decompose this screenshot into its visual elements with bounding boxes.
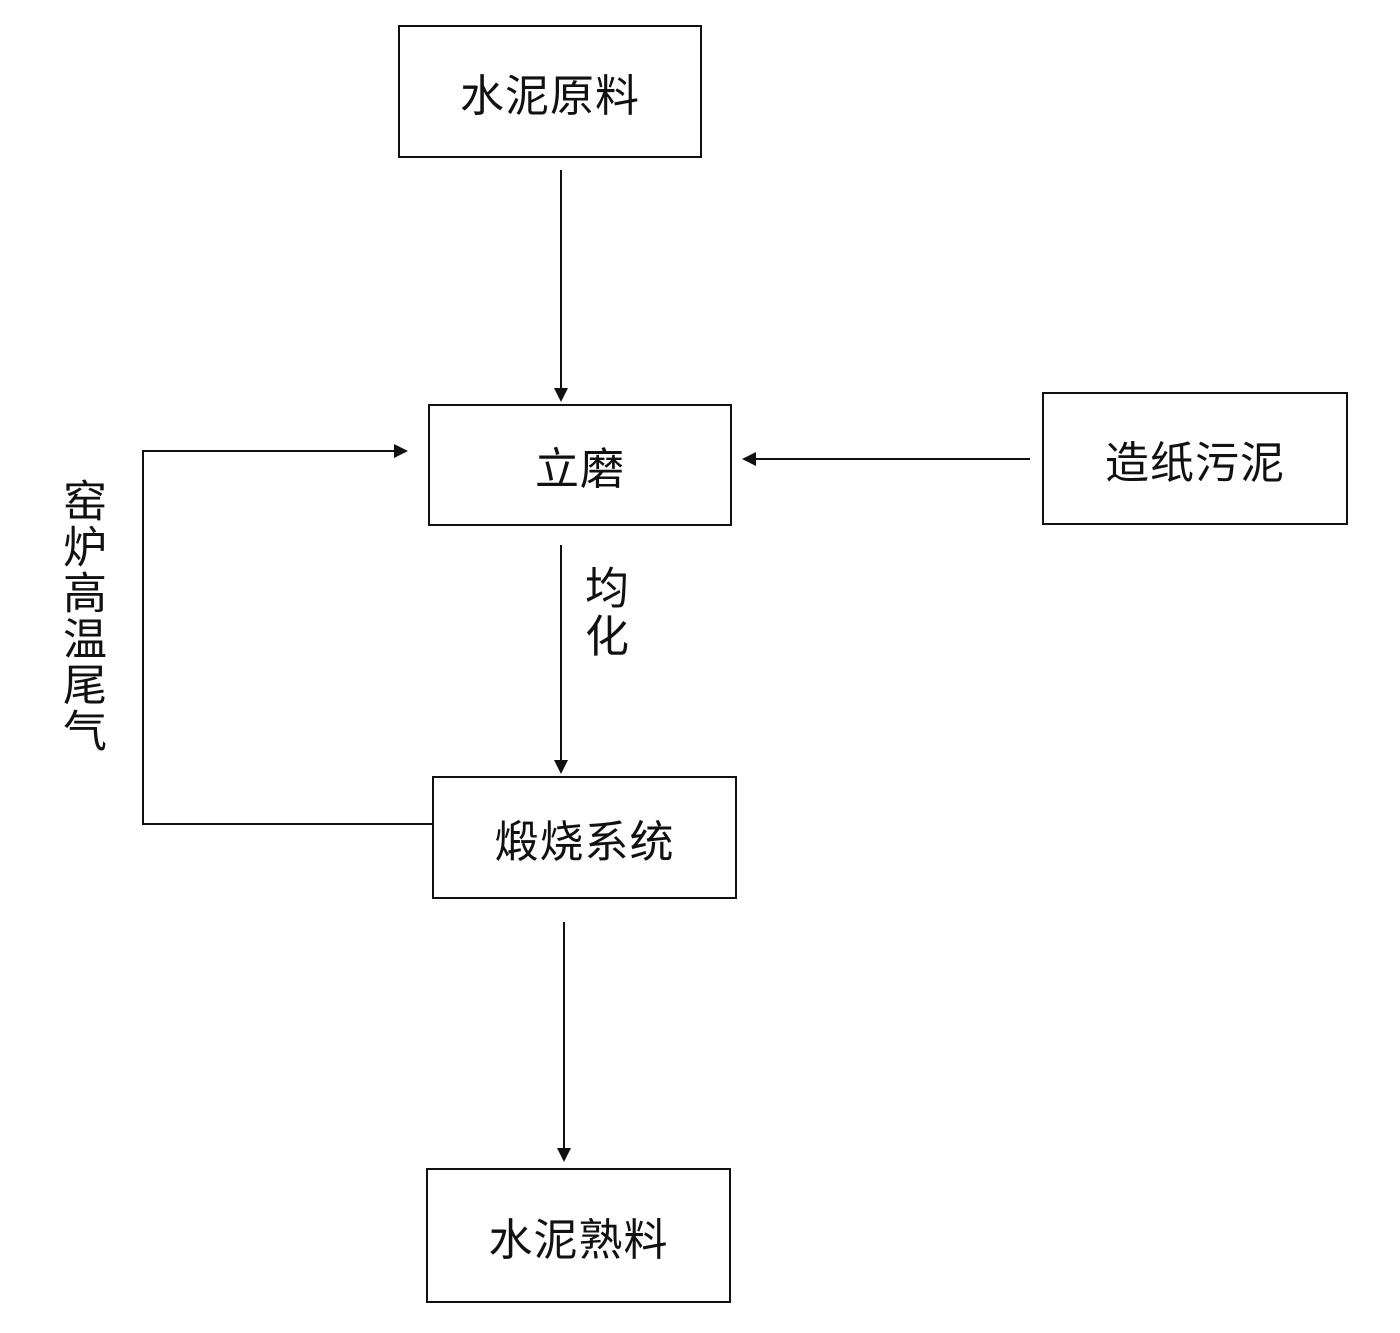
calcination-system-box: 煅烧系统 — [432, 776, 737, 899]
raw-material-label: 水泥原料 — [460, 70, 640, 122]
raw-material-box: 水泥原料 — [398, 25, 702, 158]
paper-sludge-box: 造纸污泥 — [1042, 392, 1348, 525]
calcination-system-label: 煅烧系统 — [494, 816, 675, 868]
vertical-mill-label: 立磨 — [535, 444, 625, 495]
cement-clinker-label: 水泥熟料 — [488, 1214, 669, 1266]
homogenize-label: 均化 — [577, 565, 628, 661]
paper-sludge-label: 造纸污泥 — [1105, 437, 1285, 489]
arrow-exhaust-loop — [142, 444, 432, 825]
cement-clinker-box: 水泥熟料 — [426, 1168, 731, 1303]
vertical-mill-box: 立磨 — [428, 404, 732, 526]
kiln-exhaust-label: 窑炉高温尾气 — [55, 478, 106, 754]
